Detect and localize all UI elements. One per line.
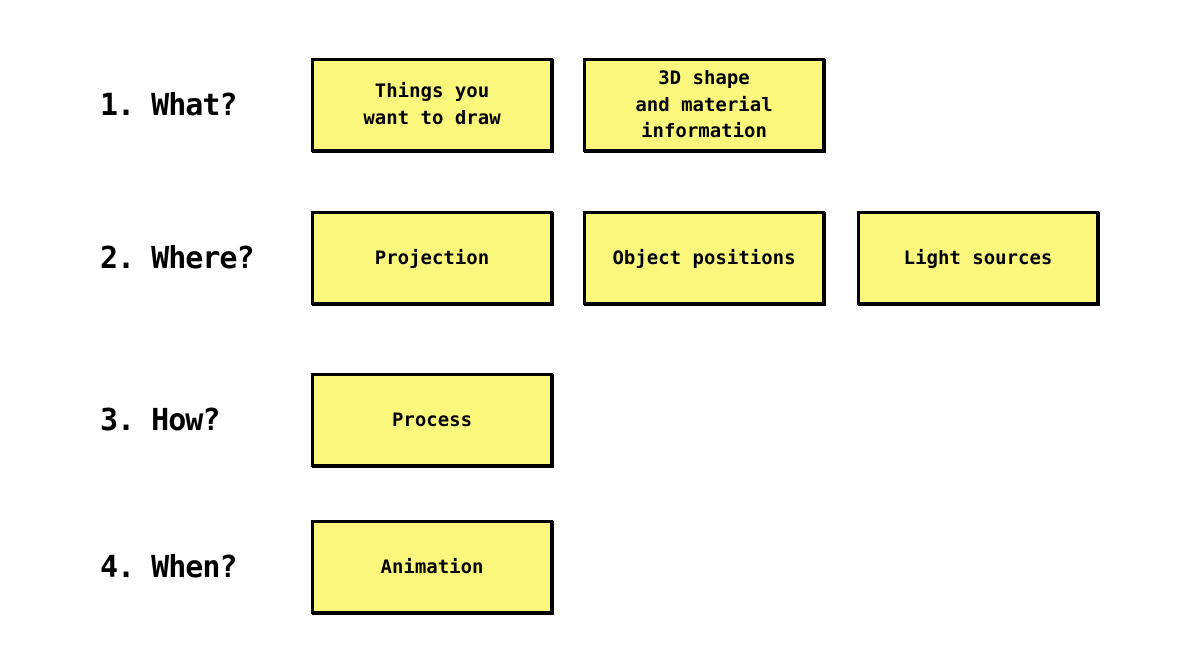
box-things-you-want-to-draw: Things you want to draw [311,58,553,152]
box-animation: Animation [311,520,553,614]
box-3d-shape-and-material-information: 3D shape and material information [583,58,825,152]
box-label: Object positions [612,246,796,269]
box-label: Process [391,408,473,431]
box-label: Animation [380,555,484,578]
box-label: Projection [374,246,490,269]
row-label-when: 4. When? [100,549,237,585]
box-light-sources: Light sources [857,211,1099,305]
box-label: Things you want to draw [363,80,501,129]
box-label: Light sources [903,246,1053,269]
row-label-what: 1. What? [100,87,237,123]
box-label: 3D shape and material information [635,67,773,143]
box-projection: Projection [311,211,553,305]
box-process: Process [311,373,553,467]
box-object-positions: Object positions [583,211,825,305]
row-label-where: 2. Where? [100,240,255,276]
row-label-how: 3. How? [100,402,220,438]
